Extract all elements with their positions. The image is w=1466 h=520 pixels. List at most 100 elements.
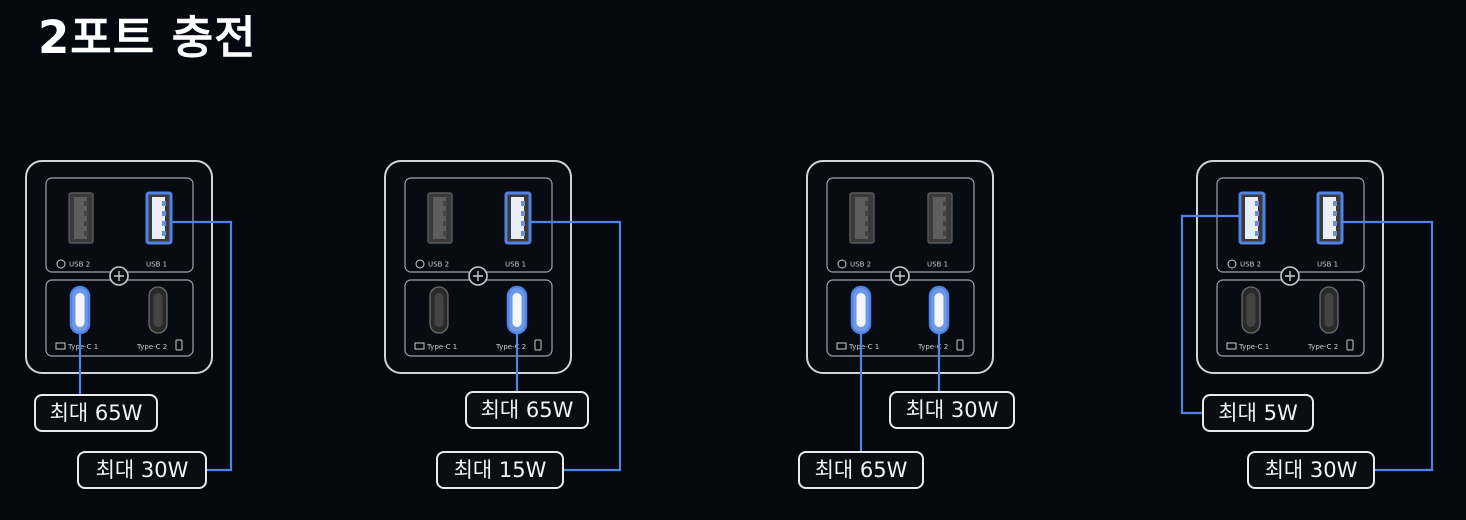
port-label-usb1: USB 1 — [1317, 261, 1338, 269]
usb-a-pin-icon — [443, 201, 447, 206]
link-icon-mark — [1285, 271, 1295, 281]
output-label-box — [798, 451, 924, 489]
port-label-typec1: Type-C 1 — [426, 343, 457, 351]
usb-c-contact-icon — [153, 293, 163, 327]
port-label-usb1: USB 1 — [146, 261, 167, 269]
usb-a-contact-icon — [855, 197, 868, 239]
charger-device: USB 2 USB 1 Type-C 1 Type-C 2 — [384, 160, 572, 374]
usb-a-pin-icon — [943, 201, 947, 206]
usb-a-pin-icon — [943, 211, 947, 216]
usb-a-pin-icon — [521, 231, 525, 236]
timer-icon — [415, 259, 425, 269]
output-label-text: 최대 65W — [481, 398, 574, 422]
usb-a-pin-icon — [443, 221, 447, 226]
connector-line — [531, 220, 622, 472]
output-label-text: 최대 30W — [96, 458, 189, 482]
usb-a-pin-icon — [1255, 211, 1259, 216]
output-label-box — [889, 391, 1015, 429]
output-label-box — [1247, 451, 1375, 489]
port-label-typec2: Type-C 2 — [495, 343, 526, 351]
usb-a-contact-icon — [1245, 197, 1258, 239]
port-label-usb2: USB 2 — [69, 261, 90, 269]
laptop-icon — [836, 342, 847, 350]
usb-c-contact-icon — [1246, 293, 1256, 327]
timer-icon — [837, 259, 847, 269]
usb-a-pin-icon — [1333, 201, 1337, 206]
port-label-typec1: Type-C 1 — [848, 343, 879, 351]
usb-a-pin-icon — [162, 231, 166, 236]
output-label-text: 최대 30W — [906, 398, 999, 422]
timer-icon — [56, 259, 66, 269]
port-label-usb1: USB 1 — [505, 261, 526, 269]
usb-a-pin-icon — [443, 231, 447, 236]
phone-icon — [956, 339, 964, 351]
usb-a-pin-icon — [1333, 221, 1337, 226]
output-label-text: 최대 30W — [1265, 458, 1358, 482]
laptop-icon — [55, 342, 66, 350]
usb-a-pin-icon — [162, 201, 166, 206]
usb-a-contact-icon — [511, 197, 524, 239]
output-label-text: 최대 15W — [454, 458, 547, 482]
output-label: 최대 65W — [798, 451, 924, 489]
usb-c-contact-icon — [434, 293, 444, 327]
port-label-typec1: Type-C 1 — [1238, 343, 1269, 351]
port-label-usb1: USB 1 — [927, 261, 948, 269]
port-label-typec2: Type-C 2 — [917, 343, 948, 351]
connector-line — [1180, 214, 1239, 415]
output-label-box — [465, 391, 589, 429]
output-label: 최대 15W — [436, 451, 564, 489]
port-label-usb2: USB 2 — [1240, 261, 1261, 269]
output-label: 최대 30W — [77, 451, 207, 489]
port-label-typec2: Type-C 2 — [1307, 343, 1338, 351]
usb-a-pin-icon — [443, 211, 447, 216]
output-label-box — [436, 451, 564, 489]
usb-a-contact-icon — [933, 197, 946, 239]
usb-a-pin-icon — [943, 231, 947, 236]
port-label-usb2: USB 2 — [850, 261, 871, 269]
usb-a-pin-icon — [1255, 231, 1259, 236]
usb-a-pin-icon — [865, 211, 869, 216]
usb-a-pin-icon — [162, 221, 166, 226]
usb-c-contact-icon — [1324, 293, 1334, 327]
output-label: 최대 30W — [1247, 451, 1375, 489]
phone-icon — [1346, 339, 1354, 351]
output-label-box — [34, 394, 158, 432]
usb-c-contact-icon — [856, 293, 866, 327]
usb-a-contact-icon — [74, 197, 87, 239]
usb-a-pin-icon — [521, 211, 525, 216]
connector-line — [172, 220, 233, 472]
usb-a-pin-icon — [521, 201, 525, 206]
usb-a-pin-icon — [1255, 221, 1259, 226]
link-icon-mark — [473, 271, 483, 281]
laptop-icon — [414, 342, 425, 350]
usb-a-pin-icon — [162, 211, 166, 216]
output-label: 최대 65W — [465, 391, 589, 429]
link-icon-mark — [114, 271, 124, 281]
phone-icon — [175, 339, 183, 351]
usb-a-pin-icon — [865, 201, 869, 206]
output-label: 최대 65W — [34, 394, 158, 432]
charger-device: USB 2 USB 1 Type-C 1 Type-C 2 — [1196, 160, 1384, 374]
output-label-text: 최대 65W — [50, 401, 143, 425]
usb-c-contact-icon — [75, 293, 85, 327]
page-title: 2포트 충전 — [38, 11, 257, 64]
usb-a-pin-icon — [1333, 211, 1337, 216]
usb-a-contact-icon — [1323, 197, 1336, 239]
usb-a-pin-icon — [1333, 231, 1337, 236]
phone-icon — [534, 339, 542, 351]
usb-a-pin-icon — [84, 211, 88, 216]
usb-a-contact-icon — [152, 197, 165, 239]
output-label-text: 최대 65W — [815, 458, 908, 482]
usb-c-contact-icon — [512, 293, 522, 327]
usb-a-pin-icon — [865, 231, 869, 236]
output-label: 최대 5W — [1202, 394, 1314, 432]
output-label-box — [1202, 394, 1314, 432]
timer-icon — [1227, 259, 1237, 269]
output-label: 최대 30W — [889, 391, 1015, 429]
port-label-usb2: USB 2 — [428, 261, 449, 269]
port-label-typec2: Type-C 2 — [136, 343, 167, 351]
connector-line — [1343, 220, 1434, 472]
usb-a-pin-icon — [865, 221, 869, 226]
